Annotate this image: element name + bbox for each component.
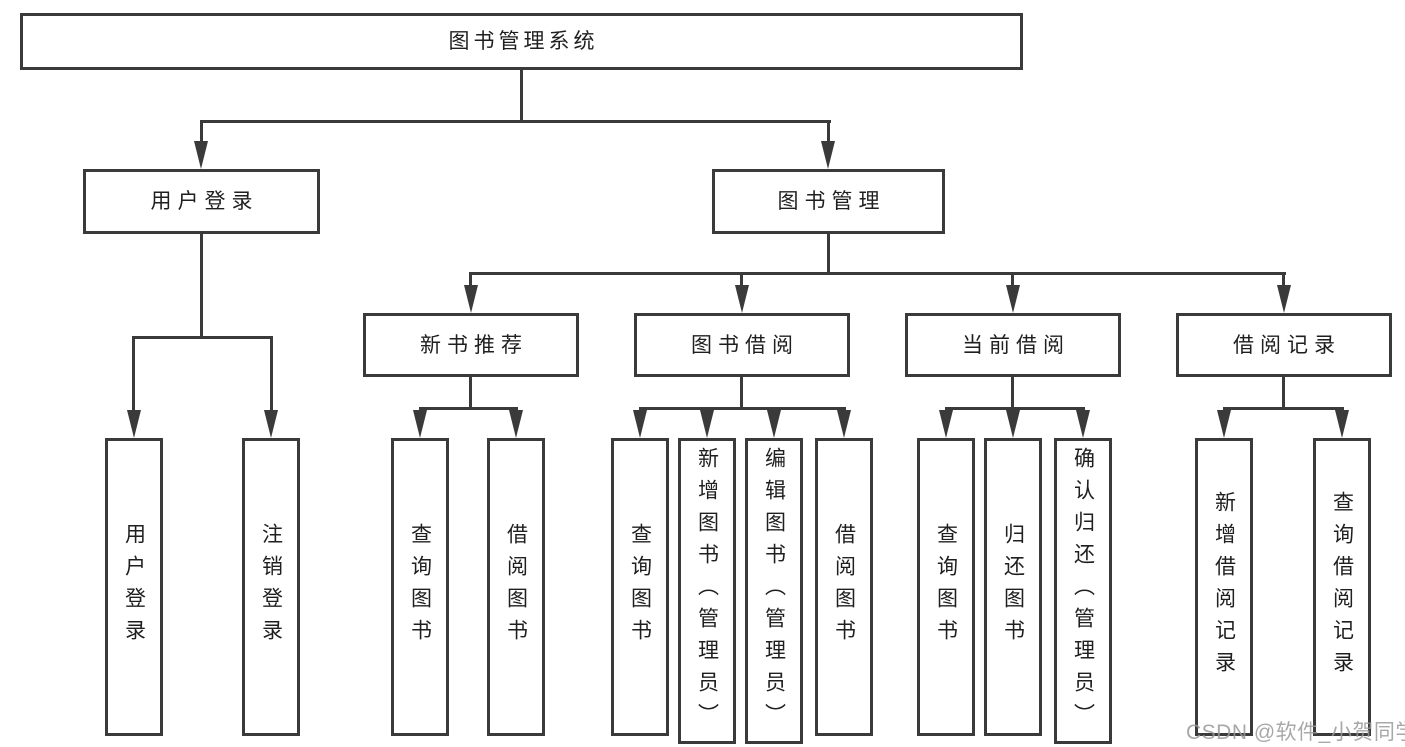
connector-vline [1282, 272, 1285, 288]
arrowhead [1217, 410, 1231, 438]
arrowhead [1006, 285, 1020, 313]
connector-stem [200, 234, 203, 336]
connector-root-stem [520, 70, 523, 122]
arrowhead [509, 410, 523, 438]
arrowhead [1335, 410, 1349, 438]
connector-stem [1011, 377, 1014, 408]
node-user-login: 用户登录 [105, 438, 163, 736]
arrowhead [837, 410, 851, 438]
arrowhead [821, 141, 835, 169]
node-return-book: 归还图书 [984, 438, 1042, 736]
connector-vline [270, 336, 273, 413]
node-logout: 注销登录 [242, 438, 300, 736]
connector-stem [469, 377, 472, 408]
watermark: CSDN @软件_小贺同学 [1186, 721, 1405, 744]
connector-branch [639, 407, 846, 410]
connector-branch [133, 336, 273, 339]
connector-vline [132, 336, 135, 413]
node-current-borrowing: 当前借阅 [905, 313, 1121, 377]
arrowhead [939, 410, 953, 438]
arrowhead [264, 410, 278, 438]
arrowhead [633, 410, 647, 438]
arrowhead [127, 410, 141, 438]
arrowhead [194, 141, 208, 169]
arrowhead [735, 285, 749, 313]
node-add-book-admin: 新增图书（管理员） [678, 438, 736, 744]
node-book-borrowing: 图书借阅 [634, 313, 850, 377]
node-library-management-system: 图书管理系统 [20, 13, 1023, 70]
connector-branch [1223, 407, 1344, 410]
connector-branch [419, 407, 518, 410]
connector-branch [470, 272, 1286, 275]
node-query-books-current: 查询图书 [917, 438, 975, 736]
connector-branch [945, 407, 1085, 410]
arrowhead [464, 285, 478, 313]
connector-vline [827, 120, 830, 143]
arrowhead [1076, 410, 1090, 438]
connector-stem [1282, 377, 1285, 408]
node-user-login-group: 用户登录 [83, 169, 320, 234]
node-book-management: 图书管理 [712, 169, 945, 234]
node-borrow-books: 借阅图书 [815, 438, 873, 736]
arrowhead [767, 410, 781, 438]
node-query-borrow-record: 查询借阅记录 [1313, 438, 1371, 736]
arrowhead [413, 410, 427, 438]
node-borrow-books-recommend: 借阅图书 [487, 438, 545, 736]
node-query-books-borrowing: 查询图书 [611, 438, 669, 736]
arrowhead [700, 410, 714, 438]
connector-stem [740, 377, 743, 408]
node-borrowing-records: 借阅记录 [1176, 313, 1392, 377]
connector-vline [740, 272, 743, 288]
connector-stem [827, 234, 830, 272]
arrowhead [1006, 410, 1020, 438]
node-new-book-recommend: 新书推荐 [363, 313, 579, 377]
node-query-books-recommend: 查询图书 [391, 438, 449, 736]
connector-vline [1011, 272, 1014, 288]
connector-vline [200, 120, 203, 143]
arrowhead [1277, 285, 1291, 313]
connector-root-branch [200, 120, 831, 123]
node-confirm-return-admin: 确认归还（管理员） [1054, 438, 1112, 744]
connector-vline [469, 272, 472, 288]
node-edit-book-admin: 编辑图书（管理员） [745, 438, 803, 744]
node-add-borrow-record: 新增借阅记录 [1195, 438, 1253, 736]
